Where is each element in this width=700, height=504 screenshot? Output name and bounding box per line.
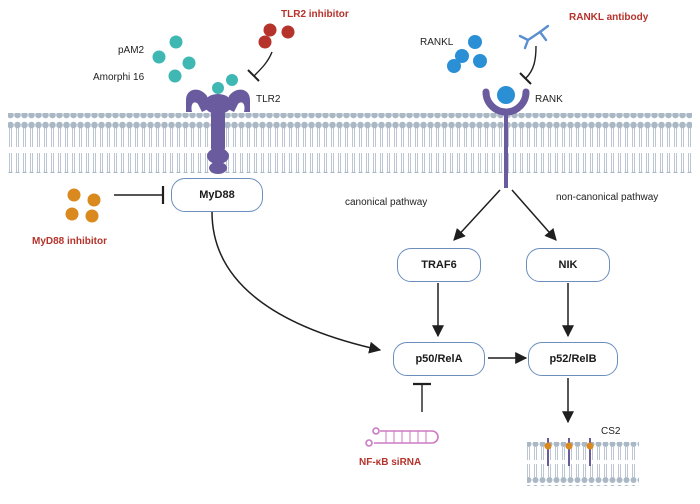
tlr2-inhibitor-icon [258, 23, 295, 49]
myd88-to-p50-arrow [211, 211, 382, 354]
traf6-node: TRAF6 [397, 248, 481, 282]
cell-membrane [8, 113, 692, 173]
y-antibody-icon [518, 24, 550, 50]
cs2-label: CS2 [601, 426, 621, 437]
myd88-inhibitor-label: MyD88 inhibitor [32, 236, 108, 247]
pam2-label: pAM2 [118, 45, 145, 56]
rank-label: RANK [535, 94, 563, 105]
myd88-inhibitor-icon [65, 188, 101, 223]
rankl-label: RANKL [420, 37, 454, 48]
tlr2-label: TLR2 [256, 94, 281, 105]
nik-node: NIK [526, 248, 610, 282]
tlr2-receptor-icon [186, 89, 250, 174]
sirna-hairpin-icon [365, 427, 439, 447]
rankl-ligand-icon [447, 35, 487, 73]
myd88-node: MyD88 [171, 178, 263, 212]
pam2-ligand-icon [152, 35, 196, 83]
non-canonical-pathway-label: non-canonical pathway [556, 192, 659, 203]
p50-rela-node: p50/RelA [393, 342, 485, 376]
nfkb-sirna-label: NF-κB siRNA [359, 457, 422, 468]
canonical-pathway-label: canonical pathway [345, 197, 428, 208]
tlr2-inhibitor-label: TLR2 inhibitor [281, 9, 349, 20]
rank-receptor-icon [482, 86, 530, 188]
cs2-channel-icon [544, 438, 594, 466]
amorphi-label: Amorphi 16 [93, 72, 145, 83]
p52-relb-node: p52/RelB [528, 342, 618, 376]
target-membrane [527, 442, 639, 486]
noncanonical-arrow [511, 189, 557, 241]
bound-ligand-icon [212, 74, 238, 94]
rankl-antibody-label: RANKL antibody [569, 12, 649, 23]
canonical-arrow [453, 189, 501, 241]
